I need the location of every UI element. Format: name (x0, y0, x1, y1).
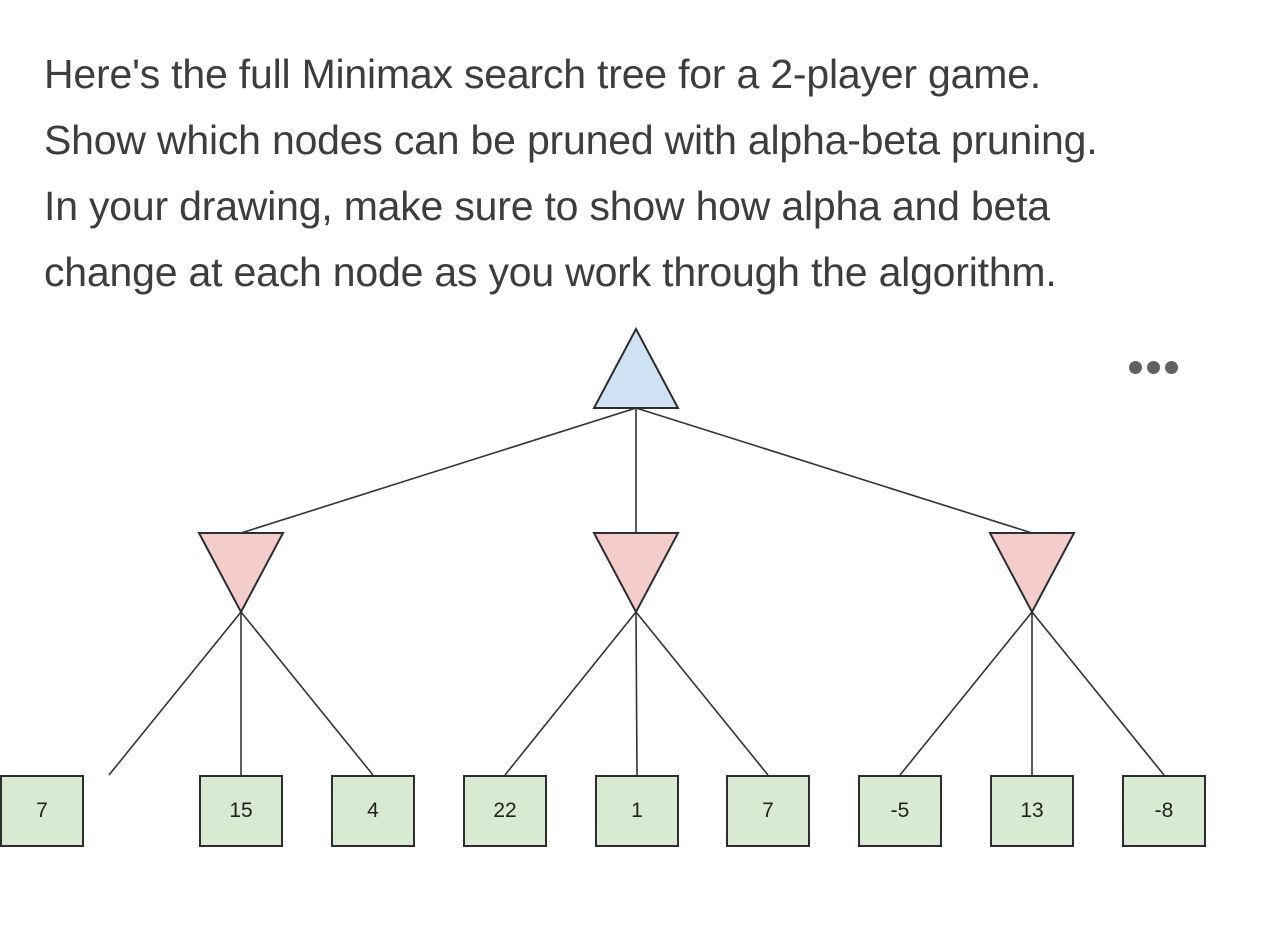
leaf-value: 13 (1020, 799, 1044, 822)
edge-min2-leaf2 (635, 611, 638, 776)
leaf-node-9: 7 (0, 775, 84, 847)
leaf-value: 4 (367, 799, 379, 822)
question-line-2: Show which nodes can be pruned with alph… (44, 117, 1098, 163)
leaf-node-3: 22 (463, 775, 547, 847)
question-text: Here's the full Minimax search tree for … (44, 41, 1254, 305)
edge-min2-leaf1 (504, 611, 637, 776)
edge-min1-leaf1 (108, 611, 242, 776)
question-line-1: Here's the full Minimax search tree for … (44, 51, 1041, 97)
edge-min1-leaf3 (240, 611, 374, 776)
min-node-1 (197, 532, 285, 615)
leaf-node-4: 1 (595, 775, 679, 847)
leaf-node-6: -5 (858, 775, 942, 847)
leaf-node-2: 4 (331, 775, 415, 847)
leaf-value: 15 (229, 799, 253, 822)
question-line-3: In your drawing, make sure to show how a… (44, 183, 1050, 229)
leaf-value: 22 (493, 799, 517, 822)
edge-root-min3 (635, 407, 1033, 534)
leaf-node-8: -8 (1122, 775, 1206, 847)
more-options-button[interactable] (1121, 354, 1185, 381)
max-root-node (592, 326, 680, 409)
min-node-3 (988, 532, 1076, 615)
leaf-node-7: 13 (990, 775, 1074, 847)
edge-min3-leaf1 (899, 611, 1033, 776)
edge-root-min1 (240, 407, 637, 534)
leaf-value: 7 (762, 799, 774, 822)
leaf-value: -5 (890, 799, 910, 822)
edge-min2-leaf3 (635, 611, 769, 776)
ellipsis-icon (1128, 361, 1142, 374)
ellipsis-icon (1146, 361, 1160, 374)
leaf-value: 1 (631, 799, 643, 822)
leaf-value: -8 (1154, 799, 1174, 822)
min-node-2 (592, 532, 680, 615)
leaf-value: 7 (36, 799, 48, 822)
question-line-4: change at each node as you work through … (44, 249, 1057, 295)
leaf-node-5: 7 (726, 775, 810, 847)
leaf-node-1: 15 (199, 775, 283, 847)
edge-min3-leaf3 (1031, 611, 1165, 776)
ellipsis-icon (1164, 361, 1178, 374)
